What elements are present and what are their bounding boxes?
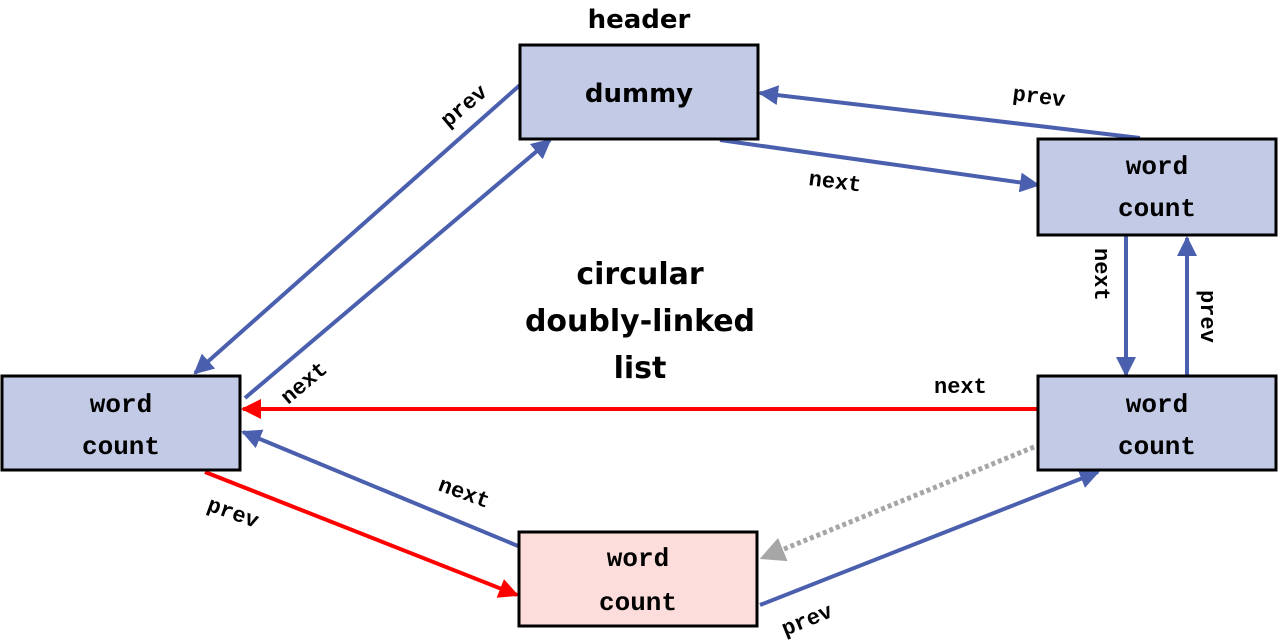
arrow-left-prev — [204, 470, 519, 598]
node-new-highlighted: word count — [517, 530, 759, 628]
node-text-word: word — [1126, 390, 1188, 420]
arrow-gray-dotted — [759, 444, 1035, 562]
arrow-left-next — [243, 138, 552, 400]
title-line2: doubly-linked — [525, 304, 755, 339]
label-rb-next: next — [934, 375, 987, 400]
arrow-rt-prev — [758, 85, 1141, 140]
arrow-new-next — [241, 429, 519, 548]
node-text-word: word — [607, 544, 669, 574]
node-left: word count — [0, 374, 242, 472]
arrow-header-next — [719, 138, 1040, 193]
node-text-word: word — [90, 390, 152, 420]
label-left-prev: prev — [204, 493, 262, 535]
node-right-top: word count — [1036, 137, 1278, 237]
label-header-next: next — [807, 167, 862, 198]
label-rt-prev: prev — [1011, 82, 1066, 113]
node-text-count: count — [82, 432, 160, 462]
title-line3: list — [614, 351, 667, 386]
node-header-text: dummy — [585, 79, 693, 109]
node-text-word: word — [1126, 152, 1188, 182]
label-new-prev: prev — [778, 600, 836, 640]
arrow-new-prev — [759, 469, 1100, 607]
label-new-next: next — [435, 473, 493, 515]
label-rb-prev: prev — [1194, 290, 1219, 343]
label-header-prev: prev — [436, 80, 493, 133]
label-rt-next: next — [1088, 248, 1113, 301]
arrow-header-prev — [193, 83, 522, 375]
node-text-count: count — [599, 588, 677, 618]
node-text-count: count — [1118, 194, 1196, 224]
title-line1: circular — [576, 257, 704, 292]
node-text-count: count — [1118, 432, 1196, 462]
node-header: dummy — [518, 43, 760, 141]
node-right-bottom: word count — [1036, 374, 1278, 472]
header-label: header — [588, 5, 691, 35]
